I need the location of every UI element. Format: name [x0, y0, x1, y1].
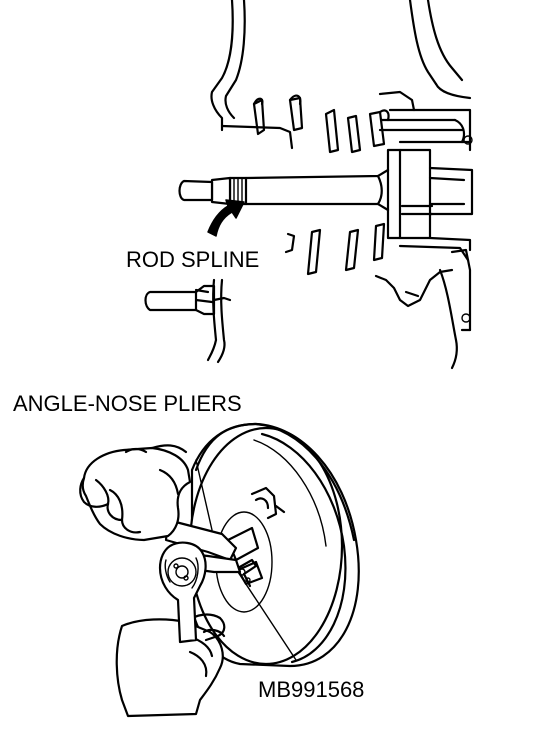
booster-rod-illustration: [144, 0, 474, 370]
rod-spline-label: ROD SPLINE: [126, 247, 260, 272]
right-hand: [115, 618, 224, 718]
pointer-arrow: [207, 199, 245, 237]
tool-number-label: MB991568: [258, 677, 365, 702]
left-hand: [81, 446, 192, 542]
ratchet-wrench: [158, 541, 207, 644]
angle-nose-pliers-label: ANGLE-NOSE PLIERS: [13, 391, 242, 416]
